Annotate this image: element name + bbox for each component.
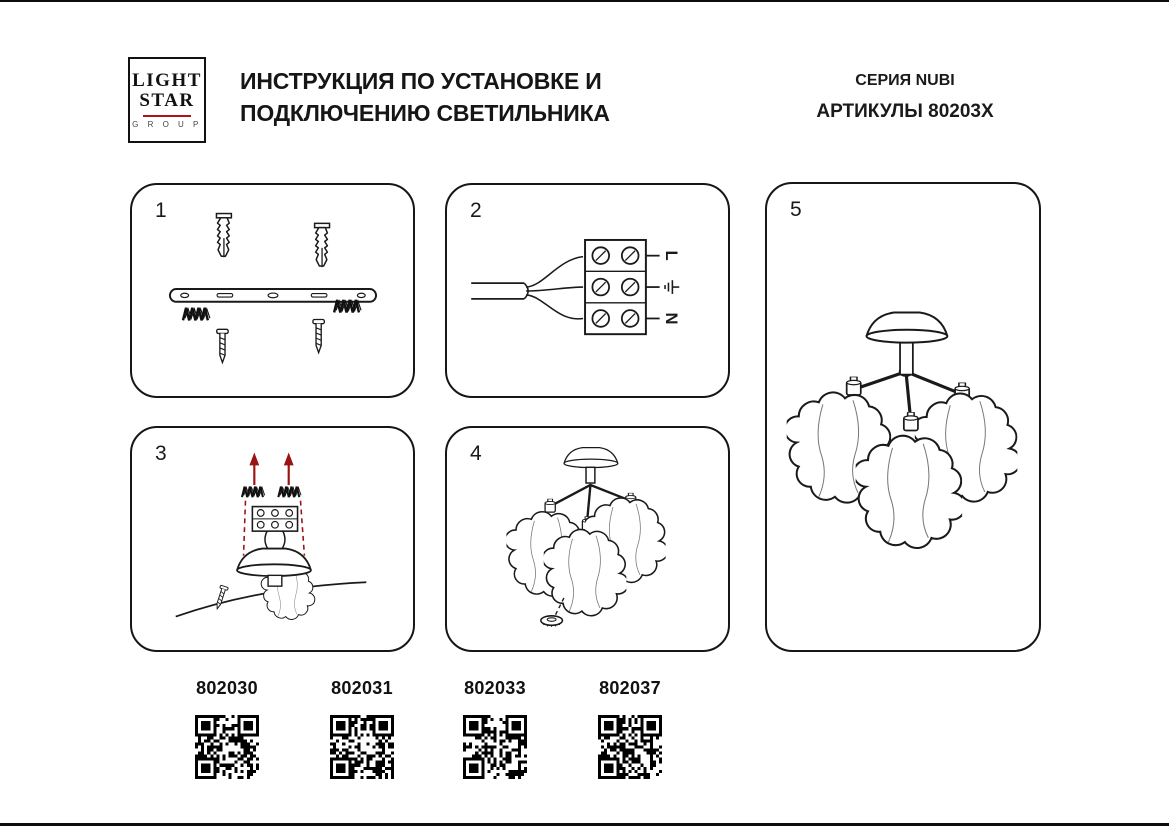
terminal-block [584, 238, 647, 336]
terminal-block-small [251, 505, 299, 532]
screw-icon [216, 328, 229, 364]
step3-diagram [175, 452, 367, 621]
screw-slots [595, 250, 636, 324]
step4-diagram [506, 446, 666, 628]
step-number-5: 5 [790, 198, 802, 221]
product-article: 802033 [464, 678, 526, 698]
step-panel-1: 1 [130, 183, 415, 398]
twisted-wire-icon [240, 485, 266, 499]
spring-coil-icon [181, 306, 212, 322]
title-line-2: ПОДКЛЮЧЕНИЮ СВЕТИЛЬНИКА [240, 99, 610, 126]
canopy-post [267, 574, 283, 587]
logo-red-rule [143, 114, 191, 117]
articles-code: АРТИКУЛЫ 80203X [816, 101, 994, 122]
label-live: L [662, 251, 681, 261]
stem [585, 466, 596, 484]
wire-stubs [645, 254, 660, 320]
qr-code [324, 709, 400, 785]
alignment-dashed-lines [242, 500, 306, 556]
series-block: СЕРИЯ NUBI АРТИКУЛЫ 80203X [740, 72, 1070, 123]
qr-code [457, 709, 533, 785]
lamp-socket-icon [845, 376, 862, 396]
product-column: 802031 [292, 678, 432, 790]
assembly-dashed-line [554, 594, 567, 615]
step5-diagram [786, 311, 1018, 550]
step-panel-2: 2 [445, 183, 730, 398]
step-panel-4: 4 [445, 426, 730, 652]
logo-text-light: LIGHT [132, 70, 202, 92]
product-column: 802030 [157, 678, 297, 790]
canopy-icon [865, 311, 949, 344]
step-number-4: 4 [470, 442, 482, 465]
lamp-socket-icon [902, 412, 919, 432]
step1-diagram [168, 212, 378, 364]
product-column: 802033 [425, 678, 565, 790]
screw-icon [212, 584, 229, 611]
logo-text-star: STAR [139, 90, 195, 111]
supply-cable [471, 255, 584, 320]
mounting-strap [168, 288, 378, 303]
dowel-icon [313, 222, 331, 268]
pull-arrow-icon [249, 452, 294, 485]
title-line-1: ИНСТРУКЦИЯ ПО УСТАНОВКЕ И [240, 68, 602, 94]
lamp-socket-icon [544, 498, 556, 513]
qr-code [592, 709, 668, 785]
dowel-icon [215, 212, 233, 259]
twisted-wire-icon [277, 485, 303, 499]
step-panel-5: 5 [765, 182, 1041, 652]
step-number-2: 2 [470, 199, 482, 222]
product-article: 802037 [599, 678, 661, 698]
series-name: СЕРИЯ NUBI [855, 72, 955, 89]
canopy-icon [236, 547, 312, 577]
finial-cap-icon [540, 615, 564, 628]
step2-diagram: L N [471, 238, 681, 336]
page-title: ИНСТРУКЦИЯ ПО УСТАНОВКЕ И ПОДКЛЮЧЕНИЮ СВЕ… [240, 66, 610, 129]
product-column: 802037 [560, 678, 700, 790]
lightstar-logo: LIGHT STAR G R O U P [128, 57, 206, 143]
canopy-icon [563, 446, 619, 469]
label-neutral: N [662, 312, 681, 324]
step-panel-3: 3 [130, 426, 415, 652]
stem [899, 338, 914, 376]
qr-code [189, 709, 265, 785]
logo-text-group: G R O U P [132, 119, 202, 129]
product-article: 802031 [331, 678, 393, 698]
step-number-3: 3 [155, 442, 167, 465]
earth-icon [664, 280, 680, 294]
product-article: 802030 [196, 678, 258, 698]
screw-icon [312, 318, 326, 354]
step-number-1: 1 [155, 199, 167, 222]
